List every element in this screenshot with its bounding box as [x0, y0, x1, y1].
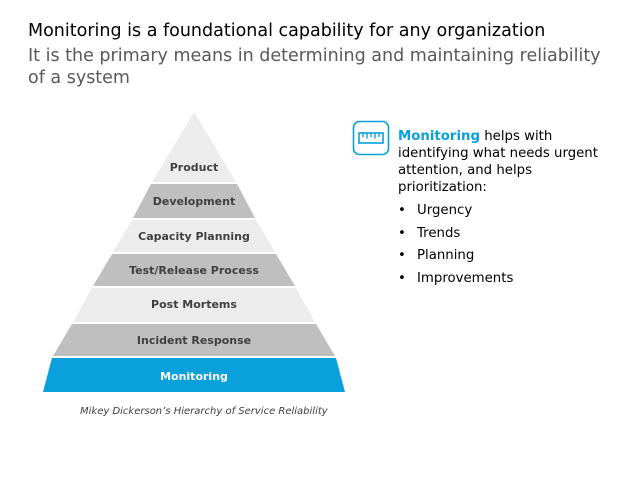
monitoring-highlight: Monitoring: [398, 129, 480, 144]
pyramid-level-monitoring: [43, 358, 345, 392]
ruler-icon: [352, 120, 390, 156]
pyramid-level-development: [133, 184, 255, 218]
list-item: •Trends: [398, 225, 461, 241]
pyramid-label-product: Product: [170, 161, 219, 174]
slide-subtitle: It is the primary means in determining a…: [28, 46, 601, 88]
list-item: •Improvements: [398, 270, 514, 286]
list-item-label: Trends: [417, 225, 461, 241]
pyramid-label-test-release-process: Test/Release Process: [129, 264, 259, 277]
pyramid-label-incident-response: Incident Response: [137, 334, 251, 347]
list-item: •Planning: [398, 248, 475, 263]
pyramid-level-test-release-process: [93, 254, 295, 286]
pyramid-level-post-mortems: [73, 288, 315, 322]
pyramid-label-development: Development: [153, 195, 235, 208]
prioritization-list: •Urgency •Trends •Planning •Improvements: [398, 202, 598, 292]
pyramid-level-product: [152, 112, 236, 182]
pyramid-caption: Mikey Dickerson’s Hierarchy of Service R…: [80, 406, 328, 417]
list-item-label: Planning: [417, 248, 475, 263]
pyramid-level-capacity-planning: [113, 220, 275, 252]
list-item-label: Urgency: [417, 203, 473, 218]
list-item: •Urgency: [398, 203, 473, 218]
monitoring-description-text: helps with identifying what needs urgent…: [398, 129, 598, 195]
list-item-label: Improvements: [417, 270, 514, 286]
monitoring-description: Monitoring helps with identifying what n…: [398, 128, 623, 196]
pyramid-label-monitoring: Monitoring: [160, 370, 228, 383]
slide-title: Monitoring is a foundational capability …: [28, 21, 546, 41]
pyramid-label-capacity-planning: Capacity Planning: [138, 230, 250, 243]
pyramid-label-post-mortems: Post Mortems: [151, 298, 237, 311]
pyramid-level-incident-response: [53, 324, 335, 356]
